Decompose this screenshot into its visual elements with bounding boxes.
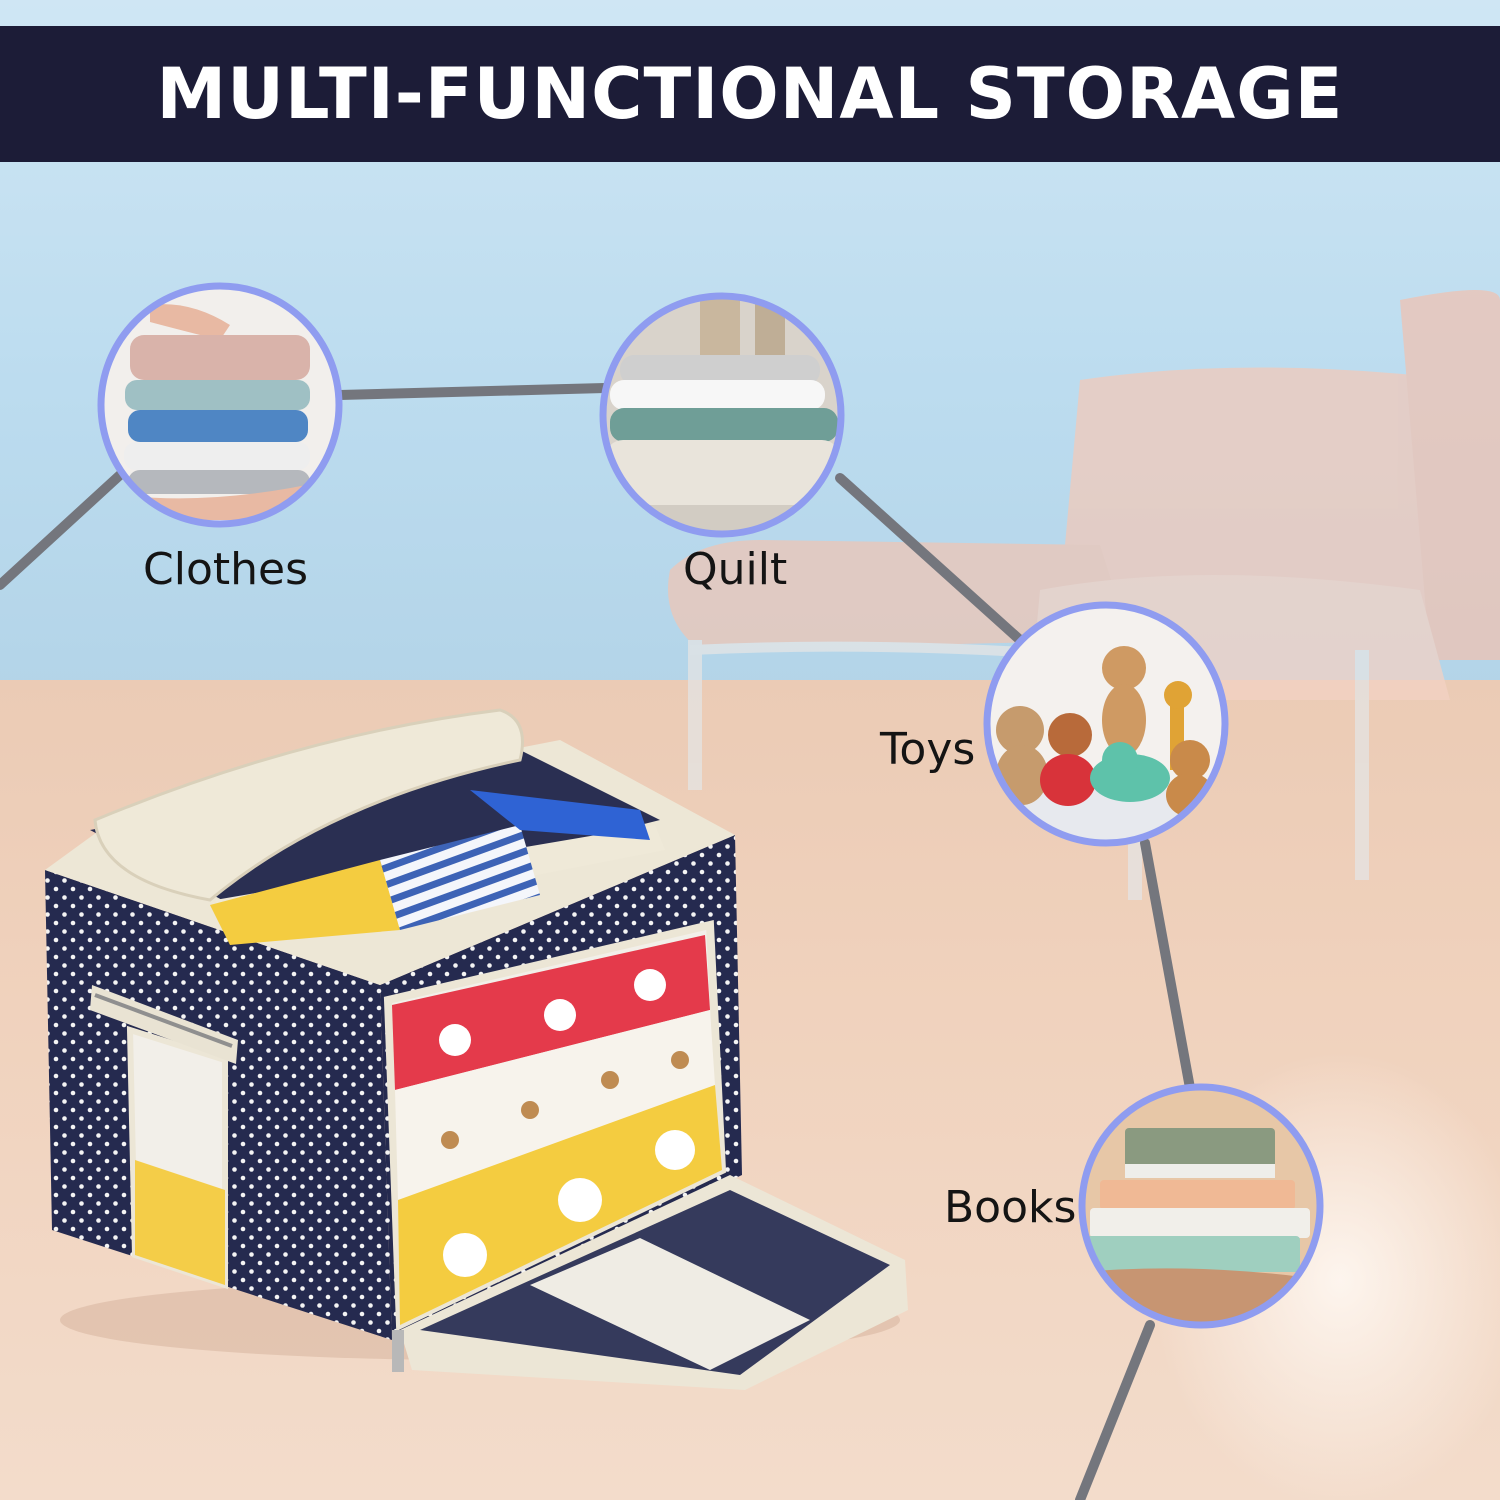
- category-label-books: Books: [944, 1182, 1077, 1233]
- folded-clothes-icon: [97, 282, 343, 528]
- banner-title: MULTI-FUNCTIONAL STORAGE: [156, 53, 1344, 135]
- stuffed-toys-icon: [983, 601, 1229, 847]
- book-stack-icon: [1078, 1083, 1324, 1329]
- category-label-toys: Toys: [880, 724, 976, 775]
- storage-box: [45, 708, 908, 1390]
- category-label-clothes: Clothes: [143, 544, 308, 595]
- folded-quilt-icon: [599, 292, 845, 538]
- title-banner: [0, 26, 1500, 162]
- category-label-quilt: Quilt: [683, 544, 788, 595]
- connector-lines: [0, 383, 1195, 1500]
- armchair: [668, 290, 1500, 900]
